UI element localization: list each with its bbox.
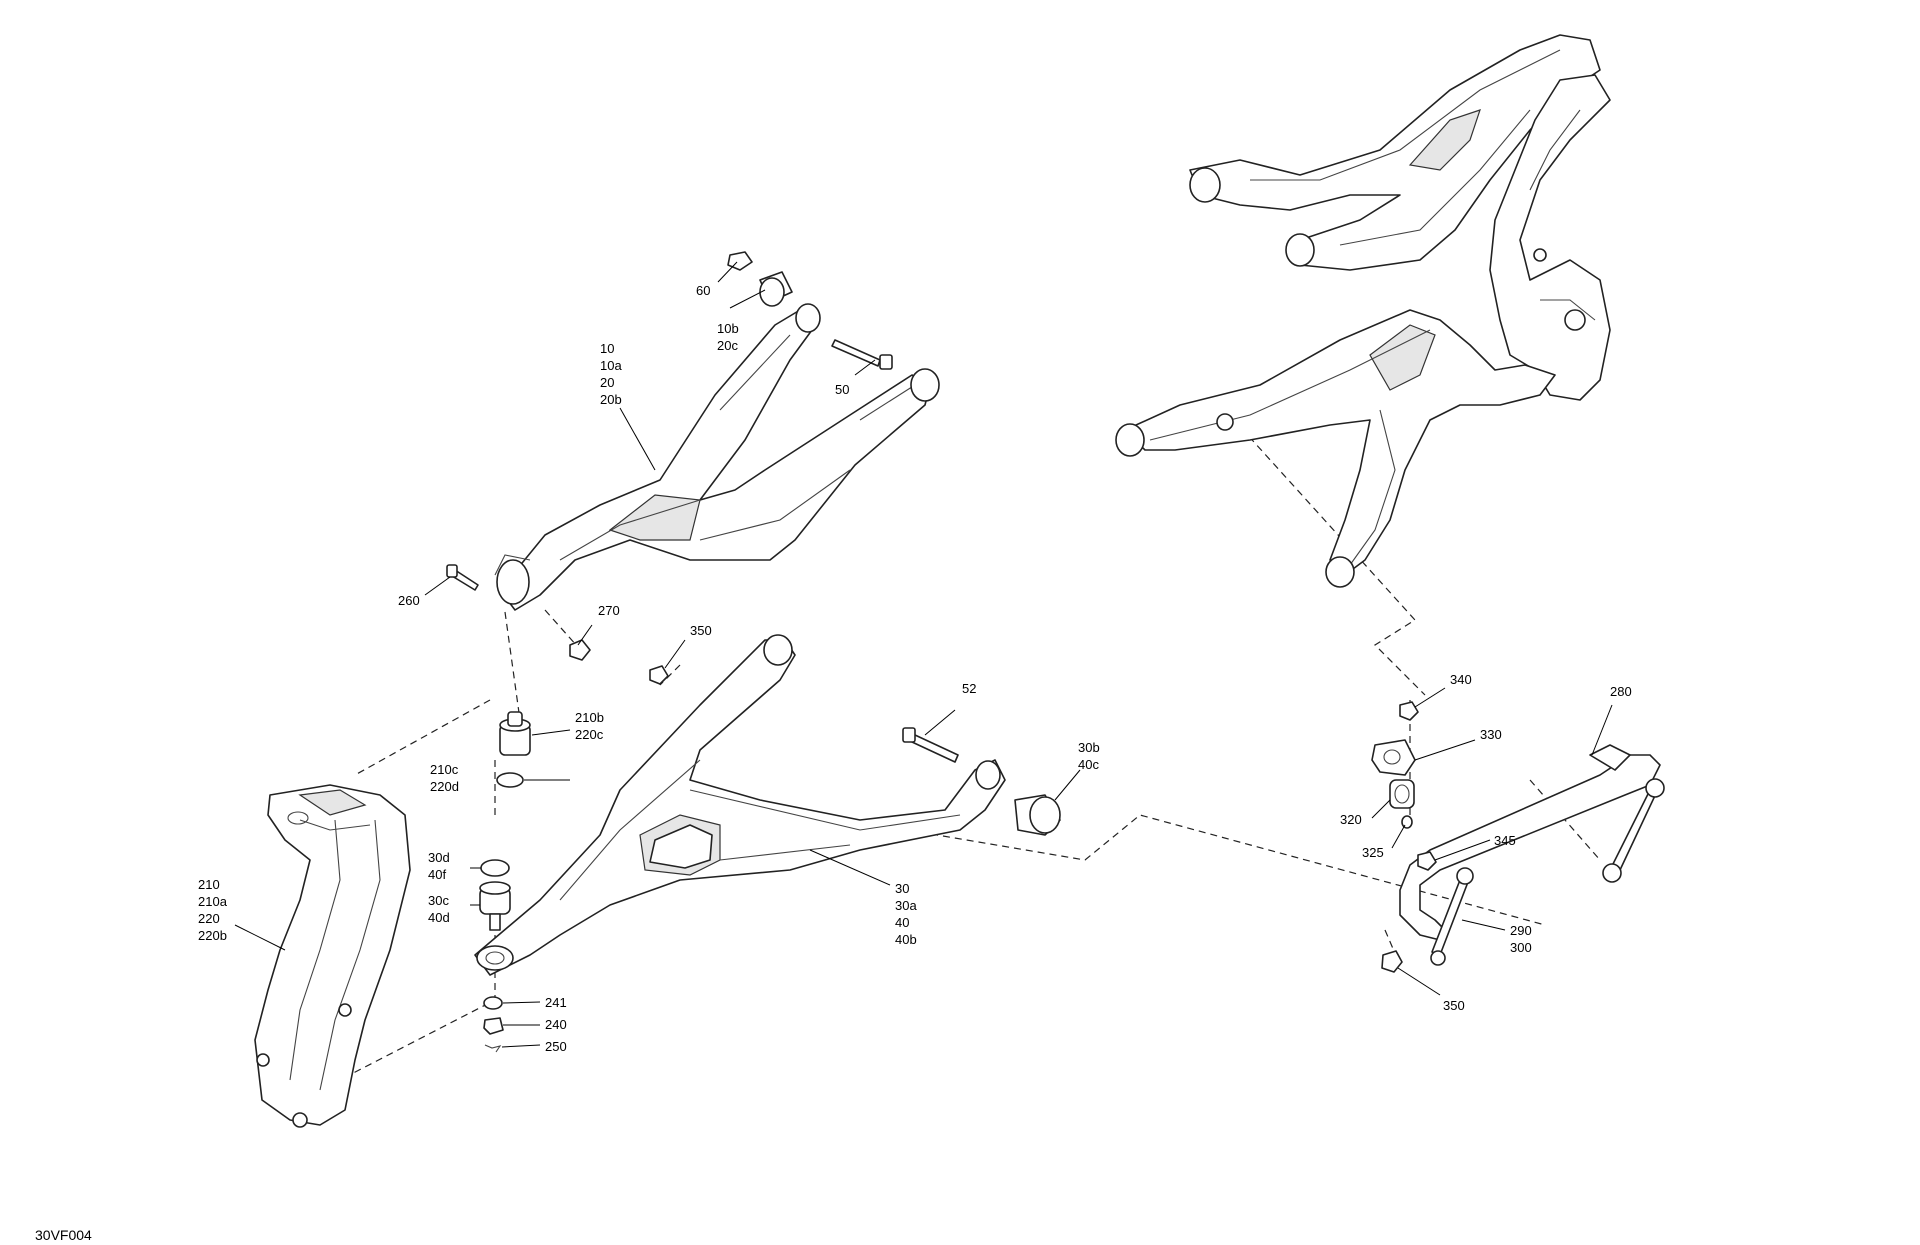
lower-a-arm <box>474 634 1006 976</box>
circlip-210c <box>496 772 524 788</box>
cotter-pin-250 <box>484 1044 502 1053</box>
bracket-330 <box>1371 739 1416 776</box>
callout-60: 60 <box>696 283 710 298</box>
nut-345 <box>1417 851 1437 871</box>
sway-bar-link-290 <box>1430 867 1474 966</box>
callout-210: 210 210a 220 220b <box>198 877 231 943</box>
callout-340: 340 <box>1450 672 1472 687</box>
callout-30b: 30b 40c <box>1078 740 1103 772</box>
diagram-code: 30VF004 <box>35 1227 92 1243</box>
callout-241: 241 <box>545 995 567 1010</box>
nut-240 <box>483 1017 504 1035</box>
callout-30c: 30c 40d <box>428 893 453 925</box>
callout-10b: 10b 20c <box>717 321 742 353</box>
assembled-upper-arm <box>1189 34 1601 271</box>
callout-210c: 210c 220d <box>430 762 462 794</box>
bushing-10b <box>759 271 793 307</box>
bolt-260 <box>446 564 479 591</box>
callout-250: 250 <box>545 1039 567 1054</box>
washer-241 <box>483 996 503 1010</box>
callout-325: 325 <box>1362 845 1384 860</box>
bolt-50 <box>831 339 893 370</box>
callout-50: 50 <box>835 382 849 397</box>
bushing-30b <box>1014 794 1061 836</box>
callout-labels: 60 10b 20c 10 10a 20 20b 50 260 270 350 … <box>35 283 1632 1243</box>
ball-joint-210b <box>499 711 531 756</box>
assembled-lower-arm <box>1115 309 1556 588</box>
nut-350-left <box>649 665 669 685</box>
callout-350-right: 350 <box>1443 998 1465 1013</box>
sway-bar-link-right <box>1602 778 1665 883</box>
upper-a-arm <box>494 303 940 611</box>
callout-52: 52 <box>962 681 976 696</box>
callout-270: 270 <box>598 603 620 618</box>
callout-30d: 30d 40f <box>428 850 453 882</box>
bolt-52 <box>902 727 959 763</box>
callout-210b: 210b 220c <box>575 710 608 742</box>
leader-lines <box>234 261 1613 1048</box>
bushing-320 <box>1389 779 1415 809</box>
ball-joint-30c <box>479 881 511 931</box>
nut-350-right <box>1381 950 1403 973</box>
callout-320: 320 <box>1340 812 1362 827</box>
sway-bar-280 <box>1399 744 1661 941</box>
knuckle <box>254 784 411 1128</box>
callout-260: 260 <box>398 593 420 608</box>
bolt-325 <box>1401 815 1413 829</box>
callout-330: 330 <box>1480 727 1502 742</box>
circlip-30d <box>480 859 510 877</box>
callout-290: 290 300 <box>1510 923 1535 955</box>
callout-345: 345 <box>1494 833 1516 848</box>
callout-240: 240 <box>545 1017 567 1032</box>
assembled-knuckle <box>1489 74 1611 401</box>
nut-270 <box>569 639 591 661</box>
nut-340 <box>1399 701 1419 721</box>
callout-280: 280 <box>1610 684 1632 699</box>
callout-350-left: 350 <box>690 623 712 638</box>
callout-10: 10 10a 20 20b <box>600 341 625 407</box>
callout-30: 30 30a 40 40b <box>895 881 920 947</box>
